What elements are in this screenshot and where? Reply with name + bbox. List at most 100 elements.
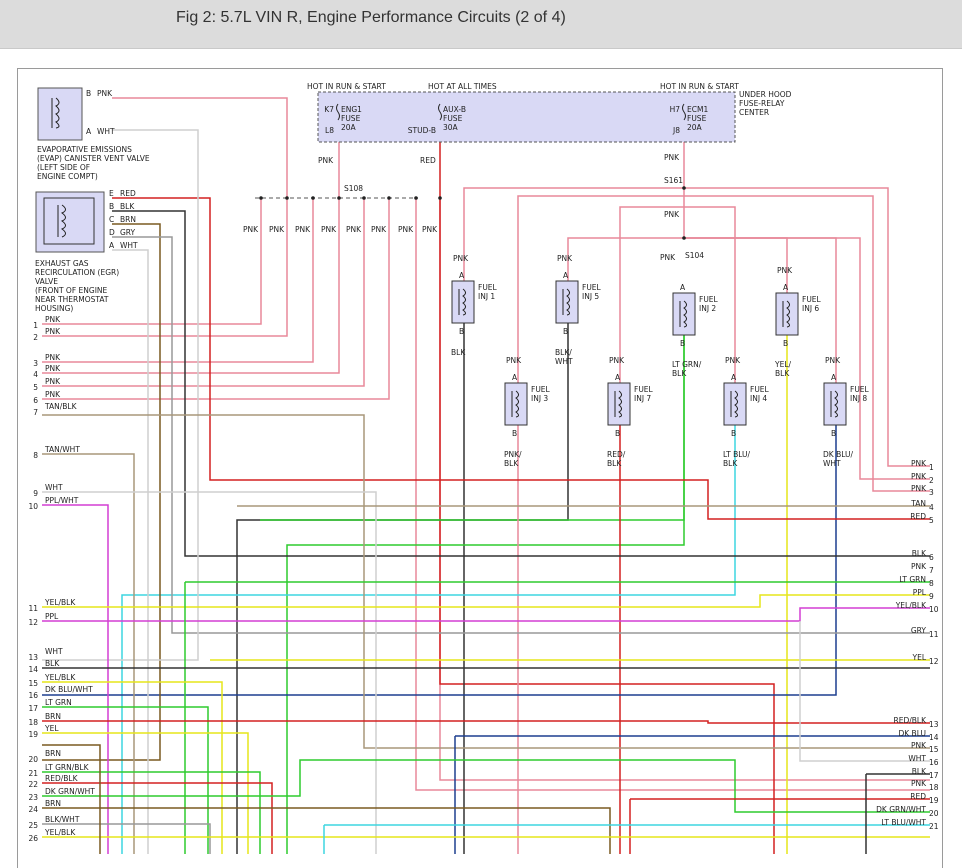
hot-run-label-1: HOT IN RUN & START bbox=[307, 82, 386, 91]
aux-b-fuse-symbol bbox=[438, 103, 442, 121]
right-connector-wire: DK GRN/WHT bbox=[876, 805, 926, 814]
hot-all-times-label: HOT AT ALL TIMES bbox=[428, 82, 497, 91]
injector-b-wire: PNK/ bbox=[504, 450, 522, 459]
wire bbox=[42, 823, 211, 854]
fuel-injector-3-box bbox=[672, 292, 696, 336]
left-connector-pin: 4 bbox=[33, 370, 38, 379]
injector-b-wire: WHT bbox=[555, 357, 573, 366]
splice-dot bbox=[682, 236, 686, 240]
injector-coil-icon bbox=[782, 300, 790, 328]
right-connector-wire: PPL bbox=[913, 588, 927, 597]
wire bbox=[42, 198, 314, 363]
injector-pin-a: A bbox=[783, 283, 789, 292]
injector-coil-icon bbox=[679, 300, 687, 328]
splice-s108-label: S108 bbox=[344, 184, 363, 193]
splice-s104-label: S104 bbox=[685, 251, 704, 260]
left-connector-pin: 11 bbox=[28, 604, 38, 613]
evap-pnk-wire bbox=[112, 97, 288, 198]
right-connector-pin: 6 bbox=[929, 553, 934, 562]
eng1-top-pin: K7 bbox=[324, 105, 334, 114]
left-connector-wire: YEL bbox=[44, 724, 59, 733]
left-connector-wire: BRN bbox=[45, 799, 61, 808]
left-connector-wire: LT GRN/BLK bbox=[45, 763, 90, 772]
wire bbox=[684, 195, 930, 492]
right-connector-wire: PNK bbox=[911, 741, 927, 750]
left-connector-wire: YEL/BLK bbox=[44, 828, 76, 837]
right-connector-wire: GRY bbox=[911, 626, 927, 635]
fuel-injector-label: FUEL bbox=[478, 283, 498, 292]
right-connector-pin: 15 bbox=[929, 745, 939, 754]
egr-inner bbox=[43, 197, 95, 245]
right-connector-wire: YEL/BLK bbox=[895, 601, 927, 610]
injector-pin-a: A bbox=[512, 373, 518, 382]
wire bbox=[42, 198, 365, 387]
right-connector-pin: 17 bbox=[929, 771, 939, 780]
injector-b-wire: YEL/ bbox=[774, 360, 791, 369]
fuel-injector-label: FUEL bbox=[699, 295, 719, 304]
fuel-injector-label: FUEL bbox=[802, 295, 822, 304]
wire bbox=[684, 237, 930, 480]
evap-label: EVAPORATIVE EMISSIONS bbox=[37, 145, 132, 154]
wire bbox=[42, 425, 837, 696]
injector-coil-icon bbox=[830, 390, 838, 418]
injector-a-wire: PNK bbox=[453, 254, 469, 263]
left-connector-pin: 9 bbox=[33, 489, 38, 498]
fuel-injector-label: INJ 1 bbox=[478, 292, 495, 301]
fuse-center-label: FUSE-RELAY bbox=[739, 99, 785, 108]
s108-wire-label: PNK bbox=[346, 225, 362, 234]
left-connector-wire: RED/BLK bbox=[45, 774, 79, 783]
injector-b-wire: BLK/ bbox=[555, 348, 572, 357]
egr-pin-wire: RED bbox=[120, 189, 136, 198]
evap-pin-wire: WHT bbox=[97, 127, 115, 136]
fuse-relay-box bbox=[317, 91, 736, 143]
right-connector-pin: 4 bbox=[929, 503, 934, 512]
wire bbox=[42, 744, 101, 854]
fuel-injector-4-box bbox=[775, 292, 799, 336]
right-connector-pin: 9 bbox=[929, 592, 934, 601]
eng1-name: ENG1 bbox=[341, 105, 362, 114]
left-connector-wire: PNK bbox=[45, 377, 61, 386]
right-connector-wire: PNK bbox=[911, 779, 927, 788]
right-connector-pin: 13 bbox=[929, 720, 939, 729]
figure-title: Fig 2: 5.7L VIN R, Engine Performance Ci… bbox=[176, 9, 566, 26]
left-connector-pin: 26 bbox=[28, 834, 38, 843]
left-connector-wire: BRN bbox=[45, 712, 61, 721]
right-connector-pin: 20 bbox=[929, 809, 939, 818]
left-connector-wire: WHT bbox=[45, 483, 63, 492]
injector-b-wire: LT BLU/ bbox=[723, 450, 751, 459]
egr-label: (FRONT OF ENGINE bbox=[35, 286, 108, 295]
left-connector-wire: YEL/BLK bbox=[44, 673, 76, 682]
egr-label: VALVE bbox=[35, 277, 58, 286]
right-connector-pin: 10 bbox=[929, 605, 939, 614]
wire bbox=[112, 249, 149, 854]
injector-b-wire: BLK bbox=[607, 459, 622, 468]
wire bbox=[42, 732, 249, 854]
fuel-injector-6-box bbox=[607, 382, 631, 426]
left-connector-wire: PPL/WHT bbox=[45, 496, 79, 505]
left-connector-pin: 2 bbox=[33, 333, 38, 342]
fuel-injector-2-box bbox=[555, 280, 579, 324]
ecm-wire-label: PNK bbox=[664, 153, 680, 162]
fuel-injector-7-box bbox=[723, 382, 747, 426]
wire bbox=[684, 187, 930, 467]
splice-dot bbox=[337, 196, 341, 200]
wire bbox=[619, 206, 684, 383]
ecm1-bottom-pin: J8 bbox=[672, 126, 680, 135]
fuel-injector-label: FUEL bbox=[750, 385, 770, 394]
wire bbox=[42, 807, 611, 854]
wire bbox=[567, 237, 684, 281]
left-connector-wire: LT GRN bbox=[45, 698, 72, 707]
fuel-injector-label: INJ 8 bbox=[850, 394, 867, 403]
egr-valve-box bbox=[35, 191, 105, 253]
left-connector-wire: PNK bbox=[45, 327, 61, 336]
ecm1-name: ECM1 bbox=[687, 105, 708, 114]
right-connector-wire: DK BLU bbox=[898, 729, 926, 738]
s108-wire-label: PNK bbox=[422, 225, 438, 234]
fuse-center-label: UNDER HOOD bbox=[739, 90, 792, 99]
splice-dot bbox=[285, 196, 289, 200]
left-connector-pin: 13 bbox=[28, 653, 38, 662]
right-connector-pin: 12 bbox=[929, 657, 939, 666]
egr-pin: E bbox=[109, 189, 114, 198]
aux-b-name: FUSE bbox=[443, 114, 463, 123]
